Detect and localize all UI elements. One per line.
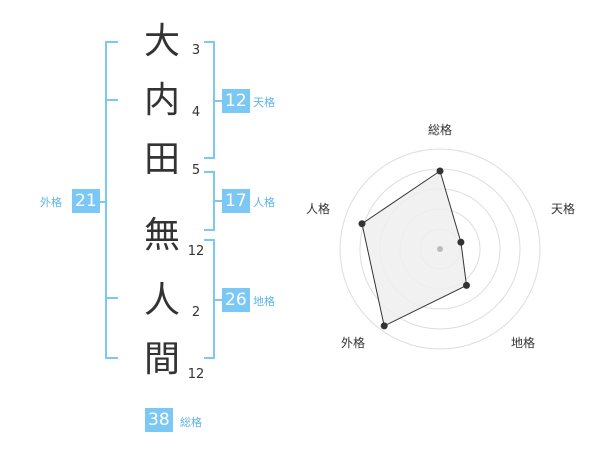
radar-point-4: [380, 322, 388, 330]
stroke-count-4: 12: [187, 244, 205, 259]
radar-label-tenkaku: 天格: [551, 202, 576, 216]
radar-label-soukaku: 総格: [428, 123, 453, 137]
radar-point-3: [463, 281, 470, 289]
radar-center-dot: [437, 246, 443, 252]
gaikaku-label: 外格: [40, 196, 62, 209]
radar-point-5: [358, 220, 366, 228]
gaikaku-value: 21: [72, 189, 100, 213]
stroke-count-2: 4: [191, 105, 201, 120]
radar-point-2: [457, 238, 465, 246]
radar-polygon: [361, 170, 468, 327]
stroke-count-5: 2: [191, 305, 201, 320]
radar-label-jinkaku: 人格: [306, 202, 331, 216]
name-char-1: 大: [143, 21, 180, 62]
jinkaku-label: 人格: [253, 196, 275, 209]
jinkaku-value: 17: [222, 189, 250, 213]
stroke-count-1: 3: [191, 43, 201, 58]
stroke-count-6: 12: [187, 367, 205, 382]
gaikaku-bracket: [105, 41, 118, 359]
soukaku-value: 38: [145, 408, 173, 432]
radar-label-chikaku: 地格: [511, 336, 536, 350]
name-char-6: 間: [143, 339, 180, 380]
stroke-count-3: 5: [191, 163, 201, 178]
name-char-4: 無: [143, 215, 180, 256]
chikaku-value: 26: [222, 288, 250, 312]
radar-label-gaikaku: 外格: [341, 336, 366, 350]
chikaku-label: 地格: [253, 295, 275, 308]
soukaku-label: 総格: [180, 416, 202, 429]
name-char-5: 人: [143, 280, 180, 321]
tenkaku-label: 天格: [253, 96, 275, 109]
name-char-3: 田: [143, 139, 180, 180]
radar-point-1: [436, 167, 444, 175]
name-char-2: 内: [143, 80, 180, 121]
tenkaku-value: 12: [222, 89, 250, 113]
radar-ring-1: [339, 148, 541, 350]
